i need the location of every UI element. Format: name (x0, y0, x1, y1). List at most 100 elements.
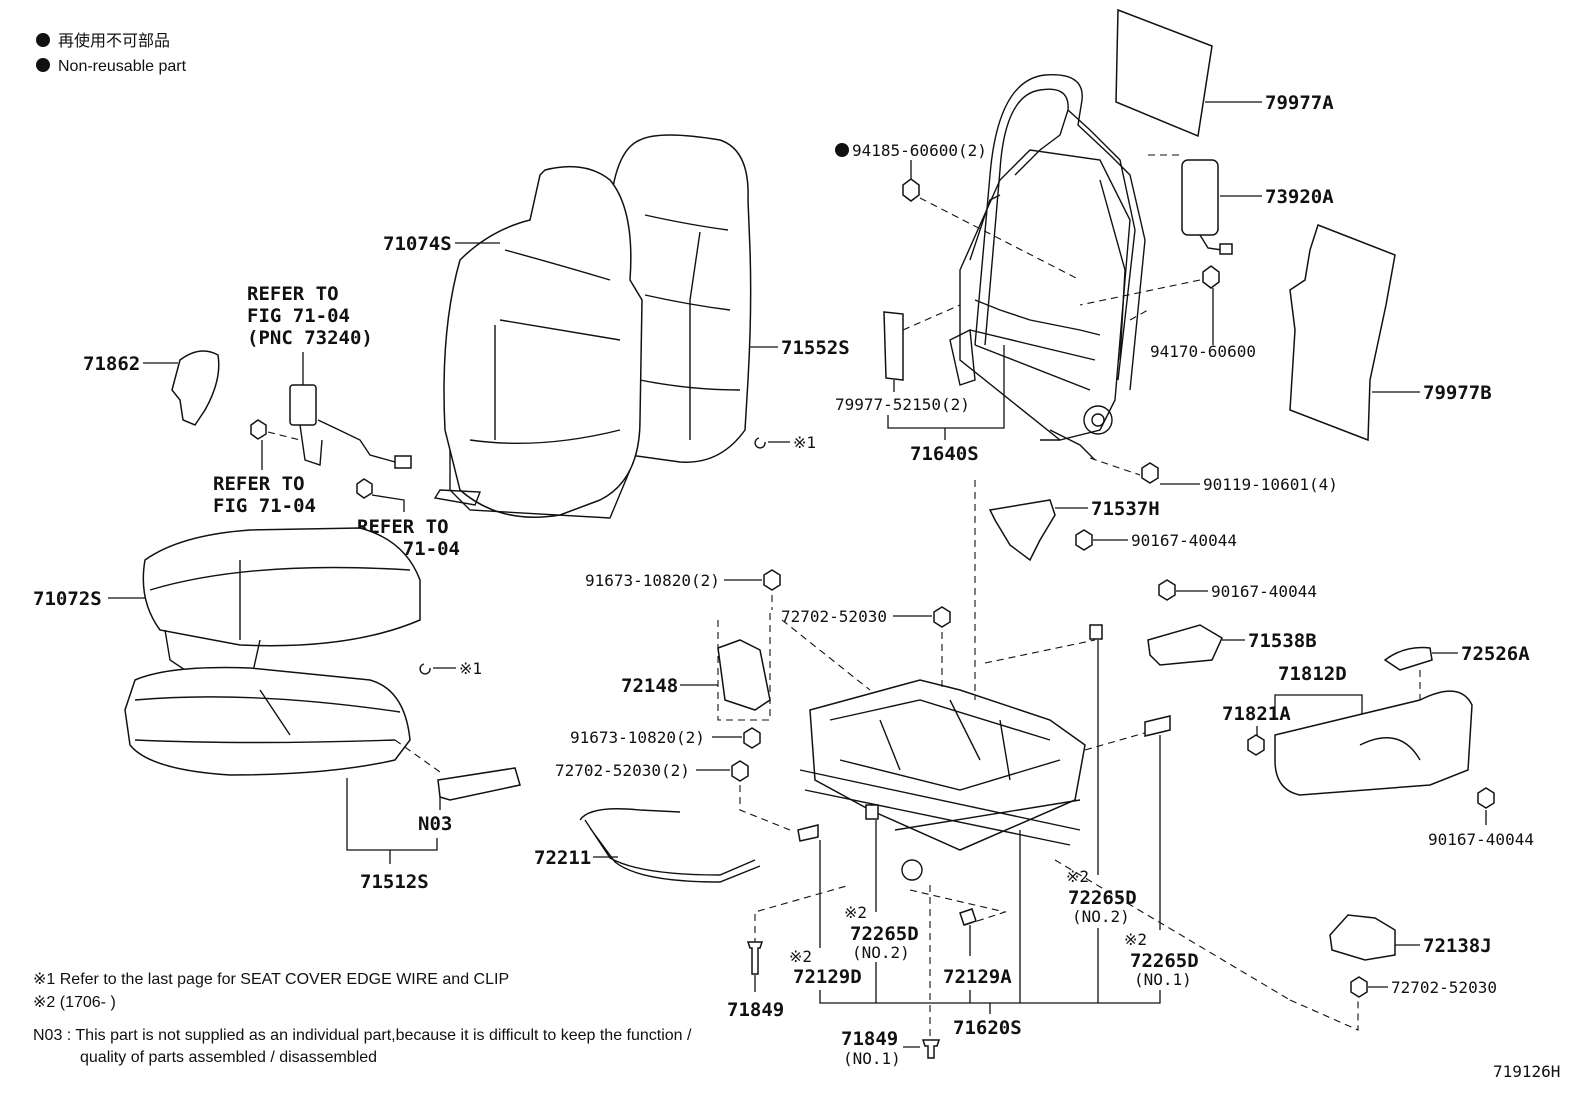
seat-adjuster-71620S-part (799, 679, 1086, 881)
knob-72526A-part (1383, 646, 1433, 671)
bolt-90167-part (1075, 529, 1093, 551)
part-72526A: 72526A (1461, 643, 1530, 665)
part-91673-10820-b: 91673-10820(2) (570, 728, 705, 747)
part-71512S: 71512S (360, 871, 429, 893)
note-x1-cushion: ※1 (459, 659, 482, 678)
part-90167-40044-b: 90167-40044 (1211, 582, 1317, 601)
refer-1-line3: (PNC 73240) (247, 327, 373, 349)
nut-ref-part (356, 478, 373, 499)
note-x2-a: ※2 (844, 903, 867, 922)
clip-72129A-part (959, 908, 977, 926)
bolt-90167-part (1477, 787, 1495, 809)
pin-71849-part (921, 1039, 941, 1059)
figure-number: 719126H (1493, 1062, 1560, 1081)
cover-72138J-part (1329, 914, 1396, 961)
part-79977A: 79977A (1265, 92, 1334, 114)
refer-2-line2: FIG 71-04 (213, 495, 316, 517)
part-72702-52030-c: 72702-52030 (1391, 978, 1497, 997)
footnote-3b: quality of parts assembled / disassemble… (80, 1049, 377, 1066)
pad-79977-52150-part (883, 311, 904, 381)
clip-72265D-part (1144, 715, 1171, 737)
part-71538B: 71538B (1248, 630, 1317, 652)
pin-71849-part (746, 941, 764, 975)
seat-cushion-pad-part (124, 666, 411, 776)
part-72129A: 72129A (943, 966, 1012, 988)
part-71072S: 71072S (33, 588, 102, 610)
bracket-71537H-part (988, 499, 1056, 562)
part-73920A: 73920A (1265, 186, 1334, 208)
note-x2-b: ※2 (1066, 867, 1089, 886)
part-94170-60600: 94170-60600 (1150, 342, 1256, 361)
no-1-c: (NO.1) (1134, 970, 1192, 989)
refer-3-line1: REFER TO (357, 516, 449, 538)
bolt-72702-part (933, 606, 951, 628)
part-71821A: 71821A (1222, 703, 1291, 725)
part-79977B: 79977B (1423, 382, 1492, 404)
part-N03-clip (437, 767, 521, 801)
legend-en: Non-reusable part (58, 58, 187, 75)
bolt-90119-part (1141, 462, 1159, 484)
seatback-pad-part (1289, 224, 1396, 442)
part-90167-40044-c: 90167-40044 (1428, 830, 1534, 849)
seatback-pad-71552S-part (609, 134, 752, 463)
part-94185-60600: 94185-60600(2) (852, 141, 987, 160)
legend-jp: 再使用不可部品 (58, 32, 170, 50)
clip-71821A-part (1247, 734, 1265, 756)
part-91673-10820-a: 91673-10820(2) (585, 571, 720, 590)
bracket-72148-part (717, 639, 771, 711)
part-71552S: 71552S (781, 337, 850, 359)
seatback-frame-part (949, 74, 1146, 461)
clip-72265D-part (865, 804, 879, 820)
refer-1-line2: FIG 71-04 (247, 305, 350, 327)
non-reusable-bullet-icon (36, 33, 50, 47)
non-reusable-bullet-icon (835, 143, 849, 157)
refer-1-line1: REFER TO (247, 283, 339, 305)
footnote-1: ※1 Refer to the last page for SEAT COVER… (33, 971, 509, 988)
footnote-2: ※2 (1706- ) (33, 994, 116, 1011)
bracket-71538B-part (1147, 624, 1223, 666)
part-71640S: 71640S (910, 443, 979, 465)
part-72265D-c: 72265D (1130, 950, 1199, 972)
part-72702-52030-b: 72702-52030(2) (555, 761, 690, 780)
shield-71812D-part (1274, 690, 1473, 796)
part-71812D: 71812D (1278, 663, 1347, 685)
part-71537H: 71537H (1091, 498, 1160, 520)
seatback-cover-71074S-part (433, 165, 643, 519)
seat-belt-buckle-part (289, 384, 412, 469)
side-airbag-part (1181, 159, 1219, 236)
part-79977-52150: 79977-52150(2) (835, 395, 970, 414)
part-90119-10601: 90119-10601(4) (1203, 475, 1338, 494)
nut-94185-part (902, 178, 920, 202)
part-72211: 72211 (534, 847, 591, 869)
no-2-a: (NO.2) (852, 943, 910, 962)
part-72702-52030-a: 72702-52030 (781, 607, 887, 626)
note-x2-c: ※2 (1124, 930, 1147, 949)
part-71620S: 71620S (953, 1017, 1022, 1039)
note-x1-back: ※1 (793, 433, 816, 452)
part-72148: 72148 (621, 675, 678, 697)
note-x2-d: ※2 (789, 947, 812, 966)
wire-72211-part (579, 808, 761, 883)
part-72265D-b: 72265D (1068, 887, 1137, 909)
nut-ref-part (250, 419, 267, 440)
refer-2-line1: REFER TO (213, 473, 305, 495)
part-71849-b: 71849 (841, 1028, 898, 1050)
bolt-91673-part (743, 727, 761, 749)
no-1-b: (NO.1) (843, 1049, 901, 1068)
clip-72129D-part (797, 824, 819, 842)
part-72129D: 72129D (793, 966, 862, 988)
bolt-72702-part (731, 760, 749, 782)
part-71862: 71862 (83, 353, 140, 375)
part-72138J: 72138J (1423, 935, 1492, 957)
bolt-91673-part (763, 569, 781, 591)
part-72265D-a: 72265D (850, 923, 919, 945)
cover-71862-part (171, 350, 220, 426)
bolt-72702-part (1350, 976, 1368, 998)
footnote-3a: N03 : This part is not supplied as an in… (33, 1027, 692, 1044)
part-71849-a: 71849 (727, 999, 784, 1021)
part-N03: N03 (418, 813, 452, 835)
clip-72265D-part (1089, 624, 1103, 640)
bolt-90167-part (1158, 579, 1176, 601)
nut-94170-part (1202, 265, 1220, 289)
